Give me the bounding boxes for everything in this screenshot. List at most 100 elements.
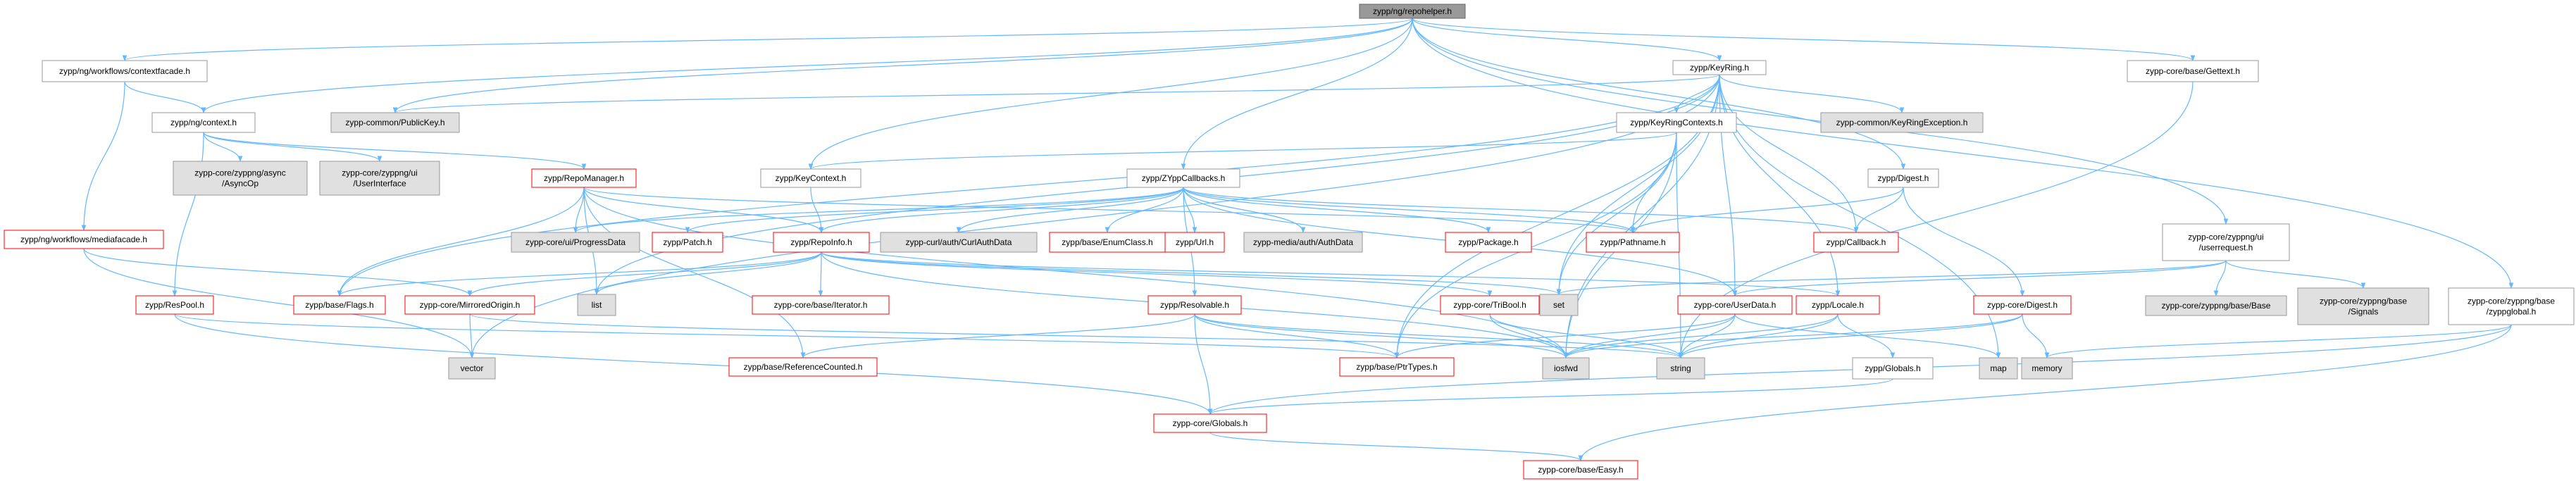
node-coredigest[interactable]: zypp-core/Digest.h	[1973, 295, 2072, 315]
node-progressdata-label: zypp-core/ui/ProgressData	[525, 237, 626, 247]
node-pathname[interactable]: zypp/Pathname.h	[1586, 232, 1680, 253]
node-signals-box	[2297, 287, 2429, 325]
edge-repomanager-to-flags	[337, 187, 585, 296]
node-patch-label: zypp/Patch.h	[663, 237, 711, 247]
node-asyncop: zypp-core/zyppng/async/AsyncOp	[173, 161, 308, 196]
node-userrequest[interactable]: zypp-core/zyppng/ui/userrequest.h	[2162, 223, 2290, 261]
edge-zyppglobal-to-memory	[2044, 324, 2512, 358]
edge-userdata-to-ptrtypes	[1394, 313, 1736, 358]
node-patch-box	[652, 232, 723, 253]
node-curlauthdata: zypp-curl/auth/CurlAuthData	[880, 232, 1038, 253]
node-ptrtypes-box	[1339, 357, 1455, 377]
edge-zyppcallbacks-to-pathname	[1183, 187, 1636, 233]
node-respool[interactable]: zypp/ResPool.h	[135, 295, 214, 315]
node-authdata: zypp-media/auth/AuthData	[1243, 232, 1363, 253]
node-patch[interactable]: zypp/Patch.h	[652, 232, 723, 253]
edge-userrequest-to-set	[1556, 260, 2227, 295]
node-keyring[interactable]: zypp/KeyRing.h	[1672, 60, 1767, 75]
edge-zyppglobal-to-easy	[1578, 324, 2512, 461]
node-repomanager[interactable]: zypp/RepoManager.h	[531, 168, 637, 188]
edge-keyringcontexts-to-pathname	[1630, 132, 1677, 233]
edge-userdata-to-iosfwd	[1563, 313, 1736, 358]
node-flags[interactable]: zypp/base/Flags.h	[293, 295, 386, 315]
node-repoinfo[interactable]: zypp/RepoInfo.h	[773, 232, 870, 253]
edge-root-to-contextfacade	[123, 18, 1413, 61]
node-easy-box	[1523, 460, 1638, 480]
node-keyringexception-box	[1820, 112, 1984, 133]
node-digest[interactable]: zypp/Digest.h	[1867, 168, 1939, 188]
node-repomanager-label: zypp/RepoManager.h	[544, 173, 624, 183]
node-flags-box	[293, 295, 386, 315]
node-context[interactable]: zypp/ng/context.h	[151, 112, 256, 133]
edge-zyppcallbacks-to-repoinfo	[819, 187, 1184, 233]
node-enumclass[interactable]: zypp/base/EnumClass.h	[1049, 232, 1166, 253]
node-repoinfo-label: zypp/RepoInfo.h	[790, 237, 852, 247]
node-mirroredorigin[interactable]: zypp-core/MirroredOrigin.h	[404, 295, 535, 315]
edge-keyringcontexts-to-keycontext	[809, 132, 1677, 170]
node-zyppcallbacks[interactable]: zypp/ZYppCallbacks.h	[1126, 168, 1240, 188]
node-userrequest-box	[2162, 223, 2290, 261]
edge-repoinfo-to-mirroredorigin	[467, 251, 822, 296]
node-zyppcallbacks-box	[1126, 168, 1240, 188]
node-globals[interactable]: zypp/Globals.h	[1852, 357, 1934, 380]
edge-root-to-zyppcallbacks	[1181, 18, 1413, 170]
edge-repomanager-to-pathname	[583, 187, 1636, 233]
node-zyppbase-box	[2145, 295, 2287, 316]
node-keyringcontexts[interactable]: zypp/KeyRingContexts.h	[1616, 112, 1737, 133]
node-signals-label: zypp-core/zyppng/base/Signals	[2320, 296, 2407, 317]
edge-zyppcallbacks-to-patch	[685, 187, 1184, 233]
edge-root-to-keycontext	[808, 18, 1413, 170]
node-respool-label: zypp/ResPool.h	[145, 300, 204, 310]
node-easy[interactable]: zypp-core/base/Easy.h	[1523, 460, 1638, 480]
node-resolvable[interactable]: zypp/Resolvable.h	[1147, 295, 1242, 315]
edge-resolvable-to-iosfwd	[1194, 313, 1569, 358]
node-userinterface: zypp-core/zyppng/ui/UserInterface	[319, 161, 440, 196]
node-locale[interactable]: zypp/Locale.h	[1796, 295, 1880, 315]
node-map-label: map	[1990, 363, 2007, 373]
node-zyppglobal[interactable]: zypp-core/zyppng/base/zyppglobal.h	[2448, 287, 2575, 325]
edge-userdata-to-string	[1678, 313, 1736, 358]
node-gettext[interactable]: zypp-core/base/Gettext.h	[2127, 60, 2259, 82]
edge-repoinfo-to-list	[594, 251, 822, 295]
node-mirroredorigin-label: zypp-core/MirroredOrigin.h	[420, 300, 521, 310]
node-tribool[interactable]: zypp-core/TriBool.h	[1440, 295, 1540, 315]
node-string: string	[1656, 357, 1705, 380]
node-callback[interactable]: zypp/Callback.h	[1813, 232, 1899, 253]
edge-contextfacade-to-mediafacade	[81, 81, 125, 231]
node-keyring-box	[1672, 60, 1767, 75]
node-url[interactable]: zypp/Url.h	[1164, 232, 1225, 253]
node-resolvable-label: zypp/Resolvable.h	[1160, 300, 1229, 310]
node-mediafacade[interactable]: zypp/ng/workflows/mediafacade.h	[4, 230, 164, 249]
node-ptrtypes[interactable]: zypp/base/PtrTypes.h	[1339, 357, 1455, 377]
node-contextfacade-label: zypp/ng/workflows/contextfacade.h	[59, 66, 190, 76]
edge-context-to-respool	[172, 132, 204, 296]
node-keyringexception-label: zypp-common/KeyRingException.h	[1836, 118, 1968, 127]
edge-locale-to-globals	[1837, 313, 1896, 358]
node-refcounted[interactable]: zypp/base/ReferenceCounted.h	[728, 357, 878, 377]
edge-keyring-to-callback	[1719, 74, 1859, 233]
node-list-label: list	[592, 300, 602, 310]
node-package-box	[1445, 232, 1532, 253]
node-root[interactable]: zypp/ng/repohelper.h	[1359, 4, 1466, 19]
node-string-box	[1656, 357, 1705, 380]
node-userdata[interactable]: zypp-core/UserData.h	[1677, 295, 1793, 315]
node-locale-box	[1796, 295, 1880, 315]
edge-root-to-keyring	[1412, 18, 1722, 61]
node-coreglobals-label: zypp-core/Globals.h	[1173, 418, 1248, 428]
node-memory-label: memory	[2031, 363, 2062, 373]
node-refcounted-box	[728, 357, 878, 377]
node-keyringcontexts-box	[1616, 112, 1737, 133]
edge-digest-to-callback	[1853, 187, 1904, 233]
node-mediafacade-box	[4, 230, 164, 249]
node-coreglobals[interactable]: zypp-core/Globals.h	[1153, 413, 1267, 433]
node-iosfwd-box	[1542, 357, 1590, 380]
edge-respool-to-coreglobals	[174, 313, 1213, 415]
node-iterator[interactable]: zypp-core/base/Iterator.h	[752, 295, 890, 315]
node-contextfacade[interactable]: zypp/ng/workflows/contextfacade.h	[42, 60, 208, 82]
node-package[interactable]: zypp/Package.h	[1445, 232, 1532, 253]
node-asyncop-box	[173, 161, 308, 196]
edge-keyring-to-vector	[469, 74, 1720, 358]
node-vector-box	[448, 357, 496, 380]
node-keycontext[interactable]: zypp/KeyContext.h	[760, 168, 861, 188]
edge-userdata-to-map	[1734, 313, 2001, 358]
